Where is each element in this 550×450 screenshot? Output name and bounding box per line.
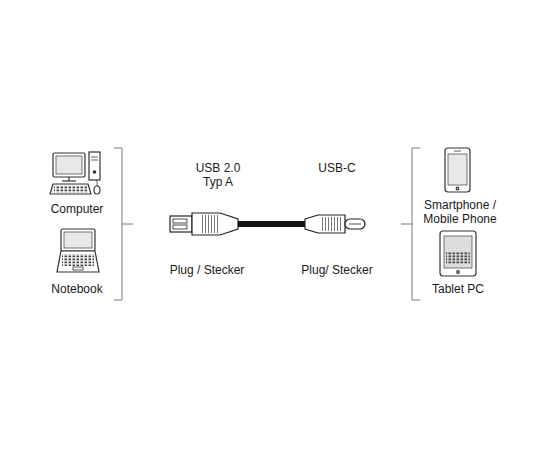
plug-label: Plug/ Stecker: [301, 263, 372, 277]
group-bracket: [401, 148, 420, 300]
usb-c-plug: [305, 215, 365, 233]
notebook-icon: [57, 229, 99, 272]
device-label: Smartphone / Mobile Phone: [412, 198, 508, 226]
group-bracket: [114, 148, 133, 300]
smartphone-icon: [445, 148, 470, 192]
device-label: Computer: [51, 202, 104, 216]
computer-icon: [50, 152, 100, 194]
device-label: Notebook: [51, 282, 102, 296]
connector-label: USB 2.0 Typ A: [187, 161, 249, 189]
device-label: Tablet PC: [432, 282, 484, 296]
tablet-icon: [440, 231, 476, 276]
cable: [238, 221, 305, 227]
plug-label: Plug / Stecker: [170, 263, 245, 277]
usb-a-plug: [170, 213, 238, 235]
connector-label: USB-C: [318, 161, 355, 175]
